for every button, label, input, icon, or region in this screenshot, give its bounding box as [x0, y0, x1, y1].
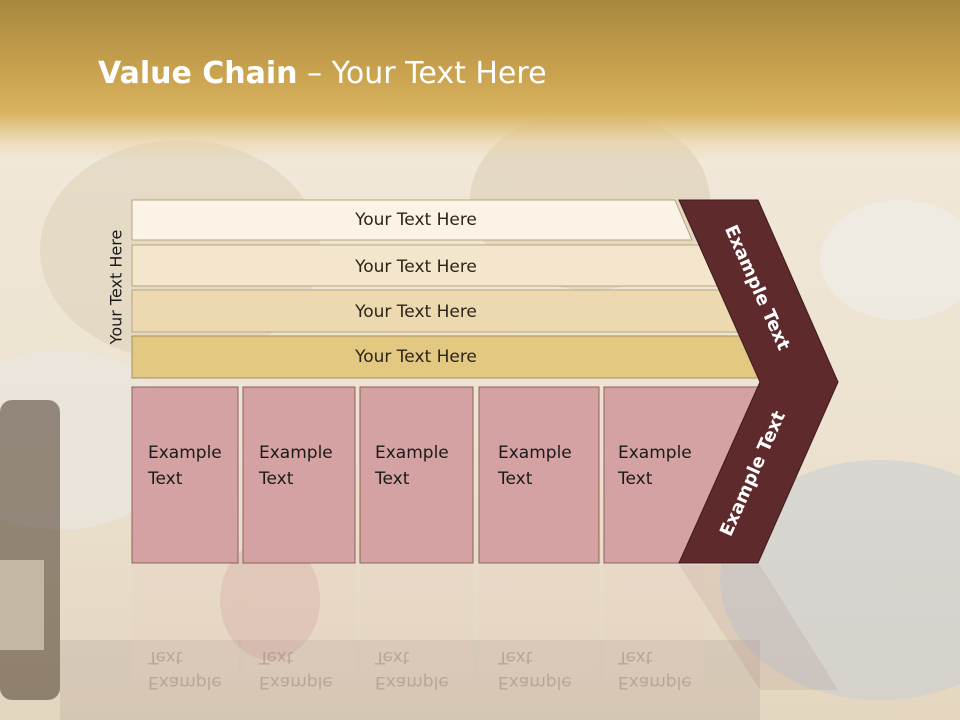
box-reflection-text: Example — [498, 672, 572, 692]
box-5-line-1: Example — [618, 443, 692, 463]
reflection-group — [132, 565, 838, 690]
box-reflection — [360, 565, 473, 680]
row-label-1: Your Text Here — [354, 210, 477, 230]
box-2-line-2: Text — [258, 469, 294, 489]
title-bold: Value Chain — [98, 56, 298, 91]
row-group: Your Text Here Your Text Here Your Text … — [131, 199, 765, 379]
box-3-line-1: Example — [375, 443, 449, 463]
box-reflection-text: Text — [497, 647, 533, 667]
box-reflection — [604, 565, 704, 680]
activity-box-1 — [131, 386, 239, 564]
box-reflection — [243, 565, 355, 680]
header-band — [0, 0, 960, 160]
box-reflection-text: Example — [375, 672, 449, 692]
box-reflection — [132, 565, 238, 680]
box-reflection-text: Example — [618, 672, 692, 692]
slide-title: Value Chain – Your Text Here — [98, 56, 547, 91]
box-reflection-text: Text — [617, 647, 653, 667]
row-bar-1 — [131, 199, 693, 241]
box-reflection-text: Text — [258, 647, 294, 667]
box-reflection-text: Example — [148, 672, 222, 692]
box-reflection — [479, 565, 599, 680]
box-reflection-text: Example — [259, 672, 333, 692]
box-5-line-2: Text — [617, 469, 653, 489]
box-4-line-1: Example — [498, 443, 572, 463]
box-2-line-1: Example — [259, 443, 333, 463]
row-label-2: Your Text Here — [354, 257, 477, 277]
title-rest: – Your Text Here — [297, 56, 547, 91]
box-reflection-text: Text — [374, 647, 410, 667]
box-reflection-text: Text — [147, 647, 183, 667]
activity-box-3 — [359, 386, 474, 564]
box-1-line-1: Example — [148, 443, 222, 463]
box-group: Example Text Example Text Example Text E… — [131, 386, 761, 564]
chevron-arrow: Example Text Example Text — [678, 199, 839, 564]
arrow-reflection — [679, 565, 838, 690]
row-label-3: Your Text Here — [354, 302, 477, 322]
box-4-line-2: Text — [497, 469, 533, 489]
row-label-4: Your Text Here — [354, 347, 477, 367]
box-1-line-2: Text — [147, 469, 183, 489]
activity-box-2 — [242, 386, 356, 564]
chevron-shape — [678, 199, 839, 564]
reflection-text-group: Text Example Text Example Text Example T… — [147, 647, 692, 692]
box-3-line-2: Text — [374, 469, 410, 489]
activity-box-4 — [478, 386, 600, 564]
